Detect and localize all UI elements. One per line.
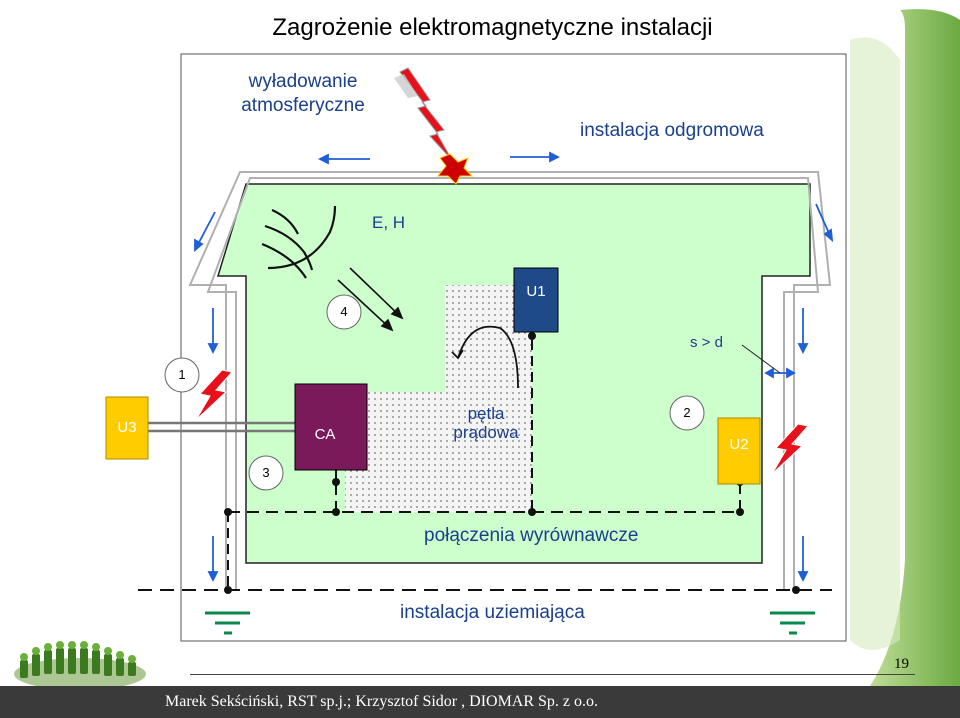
label-lightning-protection: instalacja odgromowa (580, 120, 764, 141)
label-earthing: instalacja uziemiająca (400, 602, 585, 623)
label-lightning-line2: atmosferyczne (241, 95, 365, 116)
slide-title: Zagrożenie elektromagnetyczne instalacji (272, 14, 713, 41)
lightning-bolt-small-right-icon (771, 423, 809, 475)
current-loop-area (345, 285, 532, 512)
loop-arrows (451, 325, 519, 389)
marker-1-label: 1 (178, 367, 186, 382)
earth-symbol-right (770, 611, 815, 635)
marker-3-label: 3 (262, 465, 270, 480)
device-ca-label: CA (314, 426, 336, 443)
label-field: E, H (372, 213, 406, 232)
device-ca-box (294, 383, 368, 471)
earth-symbol-left (205, 611, 250, 635)
footer-bar (0, 686, 960, 718)
device-u2-box (717, 417, 761, 485)
lightning-protection-conductor (188, 171, 832, 590)
label-lightning: wyładowanie atmosferyczne (228, 70, 378, 118)
label-lightning-line1: wyładowanie (248, 71, 358, 92)
marker-4-label: 4 (340, 304, 348, 319)
earth-node-left (224, 586, 232, 594)
device-u3-label: U3 (117, 419, 137, 436)
footer-author: Marek Sekściński, RST sp.j.; Krzysztof S… (165, 693, 599, 710)
marker-2-label: 2 (683, 405, 691, 420)
device-u3-box (105, 396, 149, 460)
device-u1-label: U1 (526, 283, 546, 300)
label-distance: s > d (690, 334, 723, 351)
cable-u3-ca (148, 421, 295, 433)
logo-icon (14, 641, 146, 690)
marker-circles (164, 294, 705, 491)
label-current-loop-line2: prądowa (453, 423, 519, 442)
lightning-bolt-small-left-icon (195, 369, 233, 421)
earth-node-right (792, 586, 800, 594)
device-u1-box (513, 267, 559, 333)
page-number: 19 (894, 656, 909, 672)
distance-pointer (741, 344, 781, 374)
decorative-green-border (850, 9, 960, 687)
field-arrows (337, 267, 404, 332)
page-number-underline (190, 674, 915, 675)
bonding-verticals (227, 340, 741, 590)
label-current-loop-line1: pętla (467, 404, 505, 423)
device-u2-label: U2 (729, 436, 749, 453)
lightning-bolt-icon (394, 67, 474, 185)
field-waves-icon (261, 205, 337, 279)
label-bonding: połączenia wyrównawcze (424, 525, 639, 546)
blue-arrows (194, 151, 834, 583)
label-current-loop: pętla prądowa (444, 404, 528, 442)
